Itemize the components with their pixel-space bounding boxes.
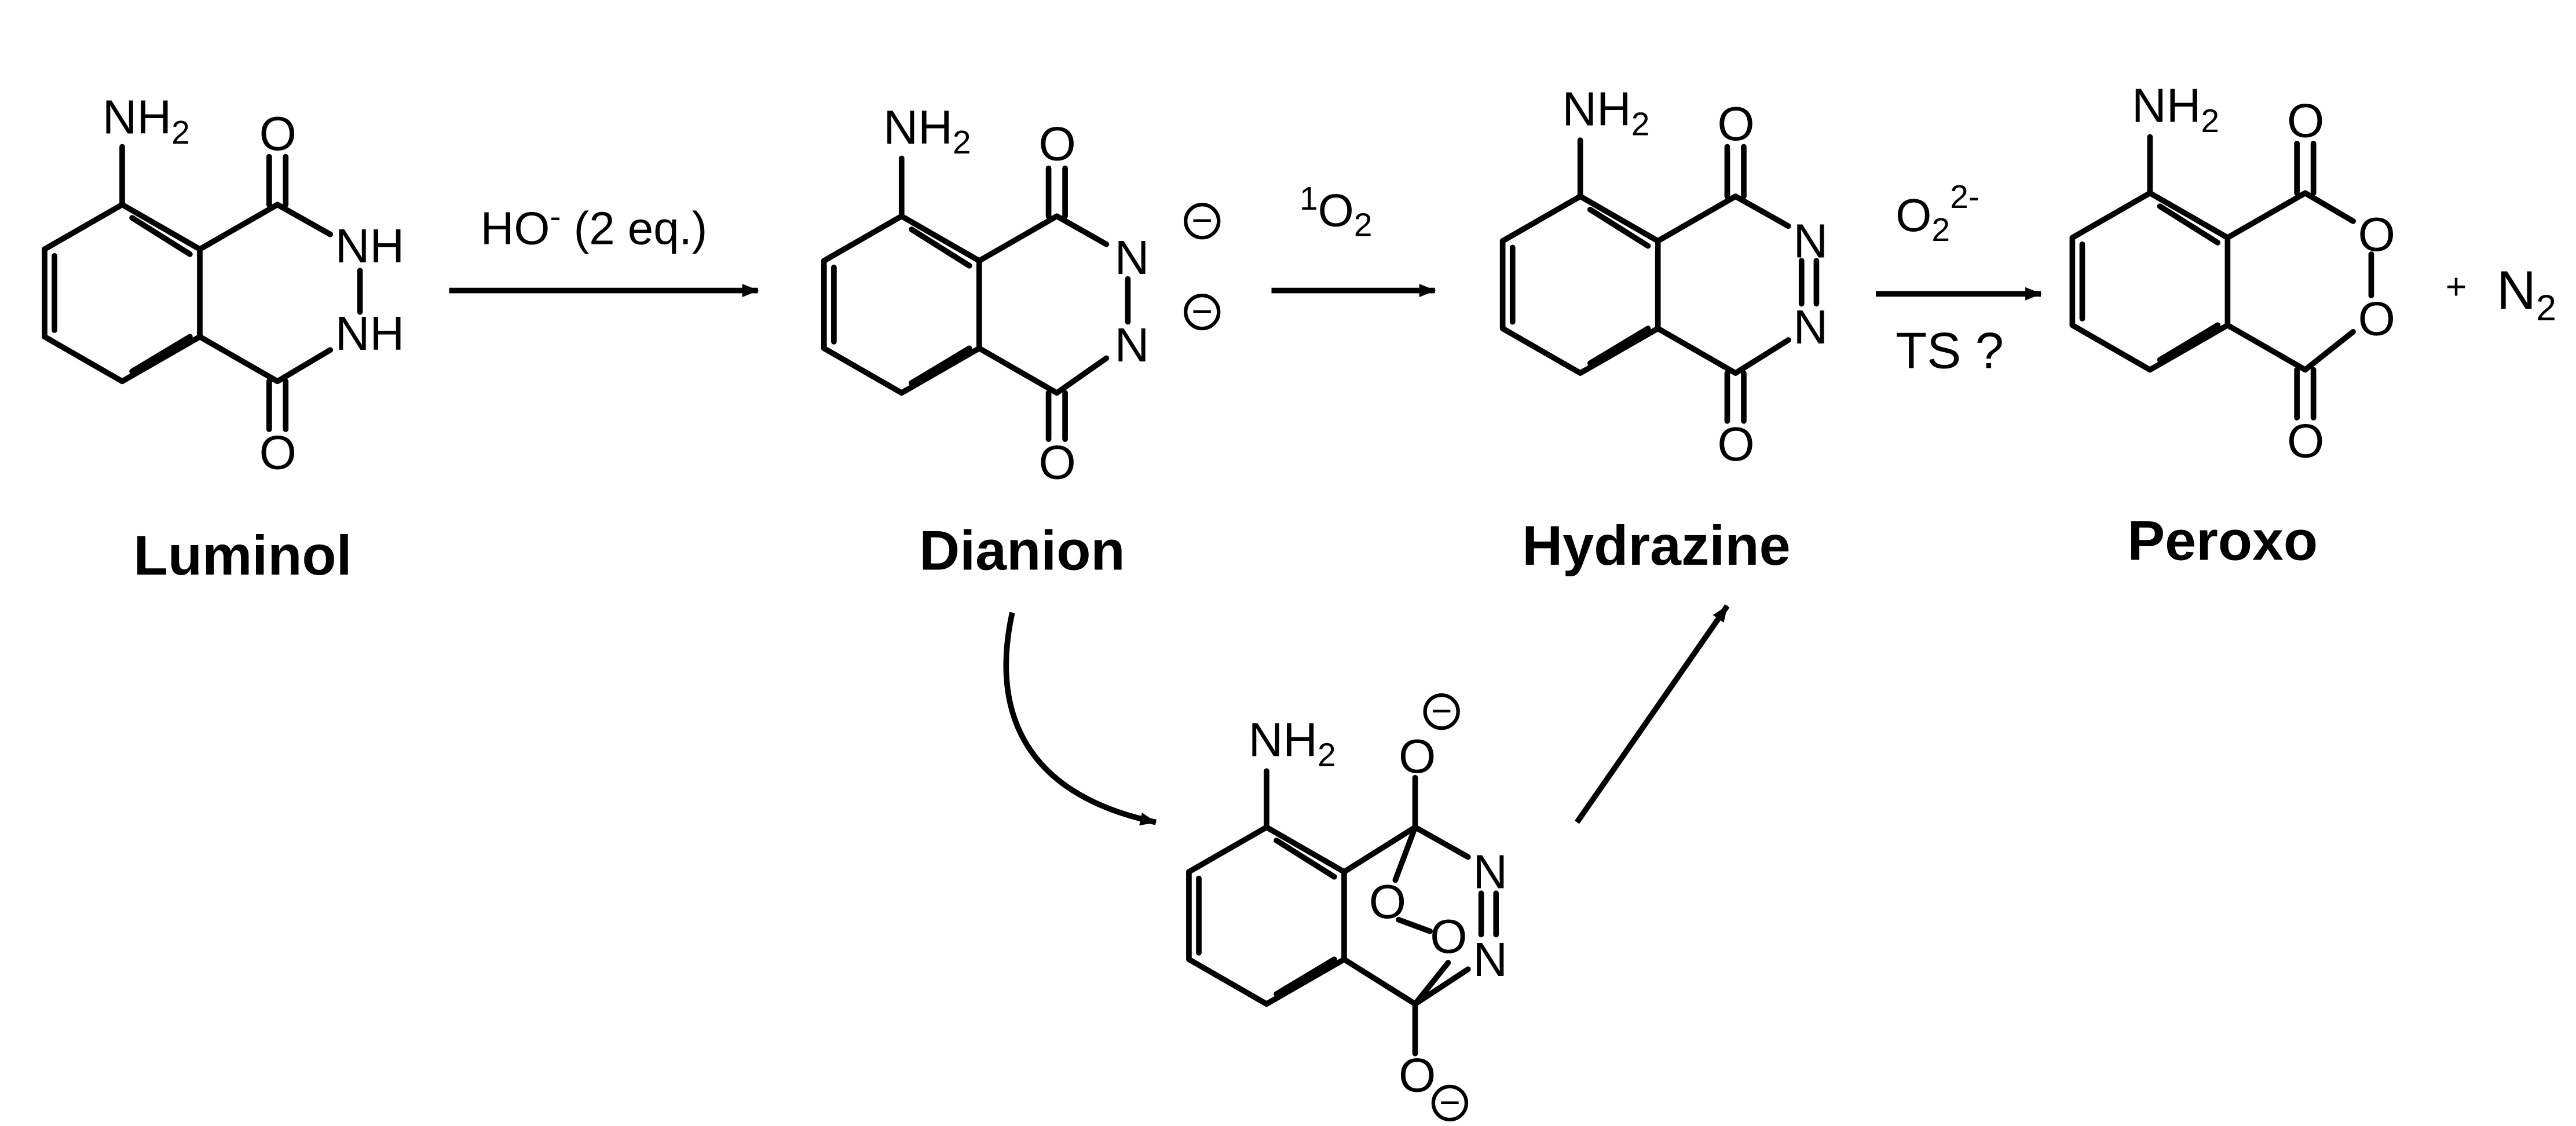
dianion-oxygen-bottom: O bbox=[1038, 436, 1075, 489]
dianion-charge-bottom: − bbox=[1184, 291, 1221, 332]
intermediate-oxygen-top: O bbox=[1399, 729, 1436, 783]
intermediate-n-bottom: N bbox=[1473, 933, 1507, 986]
hydrazine-oxygen-top: O bbox=[1717, 97, 1754, 151]
luminol-nh-top: NH bbox=[335, 219, 404, 273]
intermediate-structure: NH2 O O O O N N − − bbox=[1186, 691, 1507, 1123]
hydrazine-diazine-ring bbox=[1577, 137, 1820, 424]
intermediate-bridge-oxygen-1: O bbox=[1369, 875, 1406, 928]
dianion-structure: NH2 O O N N − − Dianion bbox=[821, 100, 1221, 582]
luminol-oxygen-top: O bbox=[259, 107, 297, 160]
dianion-n-bottom: N bbox=[1115, 318, 1150, 372]
dianion-hydrazide-ring bbox=[898, 155, 1131, 443]
dianion-amine-label: NH2 bbox=[883, 100, 971, 161]
dianion-charge-top: − bbox=[1184, 200, 1221, 241]
luminol-oxygen-bottom: O bbox=[259, 425, 297, 479]
luminol-name: Luminol bbox=[134, 524, 352, 587]
arrow-to-hydrazine bbox=[1574, 604, 1730, 824]
peroxo-structure: NH2 O O O O Peroxo bbox=[2069, 79, 2395, 572]
nitrogen-byproduct: N2 bbox=[2497, 259, 2556, 328]
luminol-benzene-ring bbox=[42, 202, 203, 385]
hydrazine-structure: NH2 O O N N Hydrazine bbox=[1499, 82, 1828, 577]
intermediate-bicyclic-ring bbox=[1264, 768, 1499, 1056]
intermediate-amine-label: NH2 bbox=[1249, 713, 1336, 774]
hydrazine-name: Hydrazine bbox=[1522, 514, 1790, 577]
dianion-n-top: N bbox=[1115, 231, 1150, 284]
transition-state-label: TS ? bbox=[1896, 322, 2004, 379]
svg-text:−: − bbox=[1439, 1082, 1461, 1123]
luminol-hydrazide-ring bbox=[119, 144, 363, 432]
svg-text:−: − bbox=[1191, 200, 1213, 241]
luminol-nh-bottom: NH bbox=[335, 306, 404, 360]
reagent-step1-label: HO- (2 eq.) bbox=[481, 198, 708, 254]
reagent-step2-label: 1O2 bbox=[1300, 180, 1373, 244]
peroxo-oxygen-bottom: O bbox=[2287, 414, 2324, 468]
hydrazine-benzene-ring bbox=[1499, 193, 1661, 376]
dianion-name: Dianion bbox=[919, 518, 1125, 582]
peroxo-ring-oxygen-top: O bbox=[2358, 207, 2395, 261]
hydrazine-n-bottom: N bbox=[1793, 300, 1828, 354]
curved-arrow-to-intermediate bbox=[1003, 612, 1157, 826]
intermediate-bridge-oxygen-2: O bbox=[1430, 909, 1467, 963]
hydrazine-n-top: N bbox=[1793, 214, 1828, 268]
peroxo-oxygen-top: O bbox=[2287, 93, 2324, 147]
peroxo-ring-oxygen-bottom: O bbox=[2358, 292, 2395, 346]
luminol-structure: NH2 O O NH NH Luminol bbox=[42, 90, 404, 587]
hydrazine-amine-label: NH2 bbox=[1562, 82, 1649, 142]
peroxo-amine-label: NH2 bbox=[2132, 79, 2219, 140]
reagent-step3-label: O22- bbox=[1896, 178, 1979, 248]
peroxo-benzene-ring bbox=[2069, 190, 2231, 373]
svg-text:−: − bbox=[1431, 691, 1452, 732]
peroxo-name: Peroxo bbox=[2128, 509, 2318, 572]
dianion-benzene-ring bbox=[821, 213, 982, 396]
peroxo-anhydride-ring bbox=[2147, 134, 2374, 421]
dianion-oxygen-top: O bbox=[1038, 116, 1075, 170]
intermediate-charge-top: − bbox=[1423, 691, 1460, 732]
intermediate-charge-bottom: − bbox=[1431, 1082, 1469, 1123]
intermediate-benzene-ring bbox=[1186, 824, 1347, 1007]
intermediate-oxygen-bottom: O bbox=[1399, 1048, 1436, 1102]
svg-text:−: − bbox=[1191, 291, 1213, 332]
intermediate-n-top: N bbox=[1473, 845, 1507, 899]
plus-sign: + bbox=[2446, 266, 2467, 307]
luminol-amine-label: NH2 bbox=[103, 90, 190, 151]
hydrazine-oxygen-bottom: O bbox=[1717, 417, 1754, 471]
